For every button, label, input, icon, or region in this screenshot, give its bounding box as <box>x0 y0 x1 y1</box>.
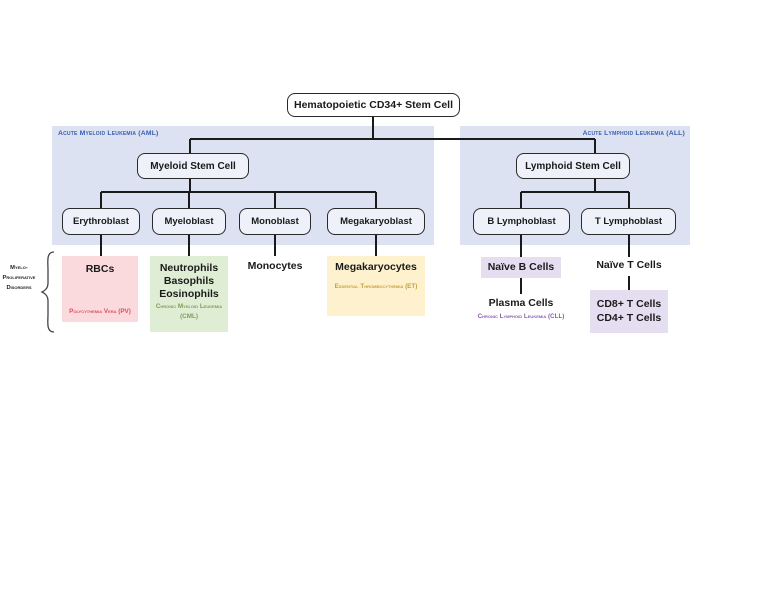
rbcs-node: RBCs Polycythemia Vera (PV) <box>62 256 138 322</box>
root-stem-cell-node: Hematopoietic CD34+ Stem Cell <box>287 93 460 117</box>
cd4-t-cells-label: CD4+ T Cells <box>596 311 662 324</box>
naive-b-cells-label: Naïve B Cells <box>487 260 555 273</box>
megakaryocytes-node: Megakaryocytes Essential Thrombocythemia… <box>327 256 425 316</box>
aml-region-label: Acute Myeloid Leukemia (AML) <box>58 130 159 137</box>
rbcs-label: RBCs <box>85 263 115 275</box>
b-lymphoblast-node: B Lymphoblast <box>473 208 570 235</box>
plasma-cells-node: Plasma Cells Chronic Lymphoid Leukemia (… <box>477 297 565 321</box>
plasma-cells-label: Plasma Cells <box>488 297 554 309</box>
granulocytes-node: Neutrophils Basophils Eosinophils Chroni… <box>150 256 228 332</box>
t-lymphoblast-node: T Lymphoblast <box>581 208 676 235</box>
lymphoid-stem-cell-node: Lymphoid Stem Cell <box>516 153 630 179</box>
all-region-label: Acute Lymphoid Leukemia (ALL) <box>582 130 685 137</box>
myeloproliferative-line: Myelo- <box>10 265 28 271</box>
granulocyte-label: Basophils <box>163 275 215 288</box>
cll-disorder-label: Chronic Lymphoid Leukemia (CLL) <box>477 313 565 321</box>
naive-t-cells-label: Naïve T Cells <box>589 259 669 272</box>
monoblast-node: Monoblast <box>239 208 311 235</box>
cd8-t-cells-label: CD8+ T Cells <box>596 298 662 311</box>
myeloproliferative-line: Proliferative <box>2 274 36 281</box>
erythroblast-node: Erythroblast <box>62 208 140 235</box>
megakaryocytes-label: Megakaryocytes <box>335 261 417 273</box>
granulocyte-label: Eosinophils <box>159 288 219 301</box>
myeloproliferative-label: Myelo- Proliferative Disorders <box>0 264 38 294</box>
myeloproliferative-line: Disorders <box>6 284 32 291</box>
myeloid-stem-cell-node: Myeloid Stem Cell <box>137 153 249 179</box>
naive-t-cells-text: Naïve T Cells <box>596 259 662 271</box>
pv-disorder-label: Polycythemia Vera (PV) <box>69 307 131 315</box>
monocytes-text: Monocytes <box>247 260 303 272</box>
et-disorder-label: Essential Thrombocythemia (ET) <box>334 283 418 291</box>
cml-disorder-label: Chronic Myeloid Leukemia (CML) <box>155 303 223 320</box>
myeloblast-node: Myeloblast <box>152 208 226 235</box>
granulocyte-label: Neutrophils <box>159 262 219 274</box>
t-cell-subsets-node: CD8+ T Cells CD4+ T Cells <box>590 290 668 333</box>
megakaryoblast-node: Megakaryoblast <box>327 208 425 235</box>
naive-b-cells-node: Naïve B Cells <box>481 257 561 278</box>
myeloproliferative-brace <box>40 251 55 333</box>
monocytes-label: Monocytes <box>239 260 311 273</box>
